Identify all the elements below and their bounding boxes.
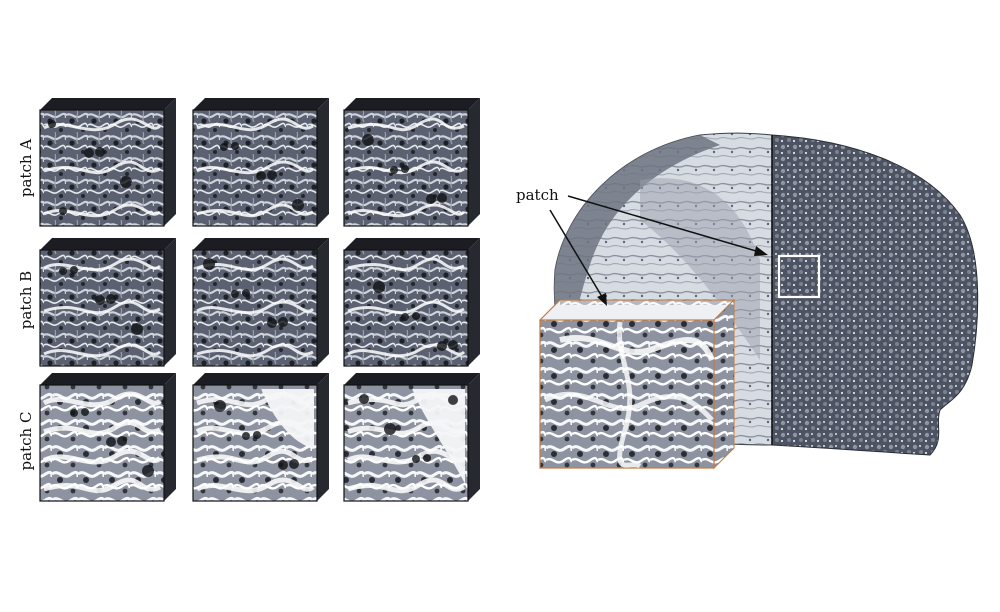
- arrowhead-cube: [597, 293, 607, 306]
- patch-a-cube-1: [39, 98, 176, 227]
- arrowhead-inset: [754, 246, 768, 256]
- patch-a-cube-3: [343, 98, 480, 227]
- row-label-b: patch B: [17, 271, 35, 329]
- cortical-rim: [554, 135, 720, 360]
- patch-a-cube-2: [192, 98, 329, 227]
- patch-cube-grid: [39, 98, 480, 502]
- patch-b-cube-2: [192, 238, 329, 367]
- patch-location-box: [777, 254, 821, 299]
- bone-specimen: patch: [516, 132, 979, 470]
- bone-cut-surface: [771, 134, 979, 456]
- patch-b-cube-1: [39, 238, 176, 367]
- extracted-patch-cube: [538, 298, 736, 470]
- patch-b-cube-3: [343, 238, 480, 367]
- row-label-c: patch C: [17, 412, 35, 471]
- patch-c-cube-2: [192, 373, 329, 502]
- patch-c-cube-3: [343, 373, 480, 502]
- patch-c-cube-1: [39, 373, 176, 502]
- arrow-to-cube: [549, 209, 605, 301]
- row-label-a: patch A: [17, 139, 35, 197]
- arrow-to-inset: [567, 195, 764, 254]
- patch-annotation-label: patch: [516, 186, 559, 204]
